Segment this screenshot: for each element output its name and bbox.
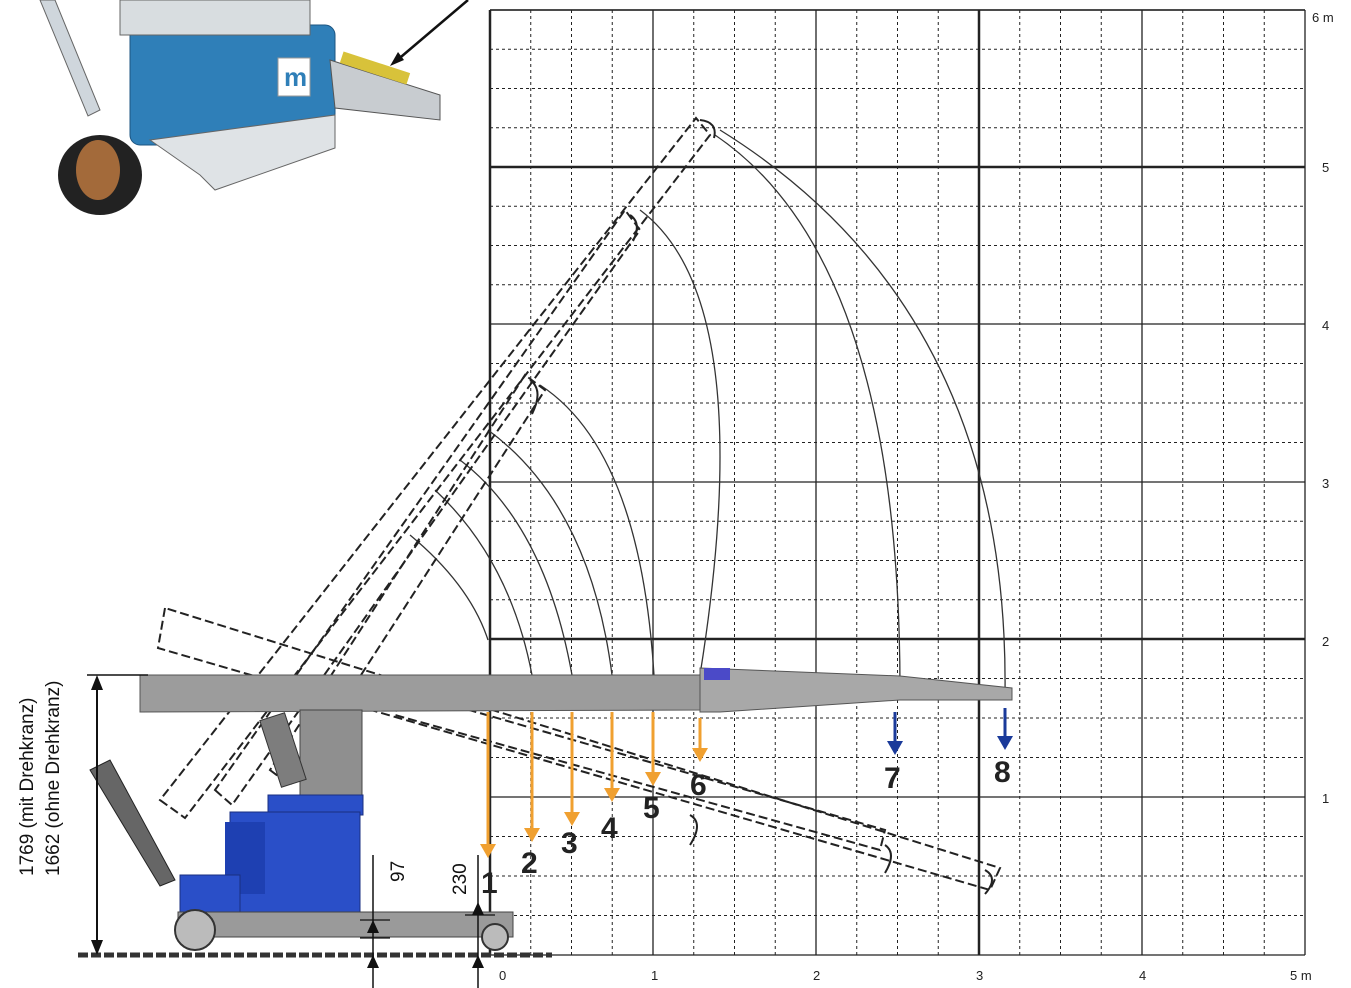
raised-boom-inner <box>213 208 642 807</box>
lowered-hook-2 <box>884 844 892 874</box>
raised-hook-top <box>699 119 716 139</box>
drive-wheel <box>174 909 216 951</box>
position-label-1: 1 <box>481 867 498 900</box>
horizontal-boom-main <box>139 674 701 713</box>
photo-handle <box>39 0 101 117</box>
position-label-7: 7 <box>884 762 901 795</box>
lowered-boom-outer <box>156 606 1002 892</box>
x-tick-0: 0 <box>499 968 506 983</box>
reach-arc-1 <box>409 534 489 641</box>
y-tick-1: 1 <box>1322 791 1329 806</box>
load-arrow-head-2 <box>524 828 540 842</box>
photo-top <box>119 0 311 36</box>
photo-wheel <box>76 140 120 200</box>
crane-base <box>89 709 514 951</box>
reach-arc-2 <box>434 489 533 676</box>
horizontal-boom <box>139 667 1013 713</box>
load-arrow-head-8 <box>997 736 1013 750</box>
photo-base <box>148 114 336 191</box>
load-arrow-head-6 <box>692 748 708 762</box>
raised-boom <box>158 116 716 820</box>
y-tick-4: 4 <box>1322 318 1329 333</box>
load-arrow-head-7 <box>887 741 903 755</box>
reach-arc-7 <box>714 134 901 691</box>
reach-arc-3 <box>459 459 573 676</box>
clearance-97-dimension: 97 <box>360 855 409 988</box>
load-arrow-head-5 <box>645 772 661 786</box>
load-arrow-head-1 <box>480 844 496 858</box>
front-wheel <box>481 923 509 951</box>
x-tick-1: 1 <box>651 968 658 983</box>
raised-hook-mid <box>629 214 638 242</box>
boom-purple-cap <box>704 668 730 680</box>
reach-arc-4 <box>487 429 613 676</box>
photo-logo-letter: m <box>284 62 307 92</box>
reach-arc-5 <box>539 384 655 676</box>
raised-boom-outer <box>158 116 712 820</box>
position-label-6: 6 <box>690 769 707 802</box>
load-chart-grid <box>488 9 1306 956</box>
photo-pointer-arrow <box>394 0 469 63</box>
y-tick-2: 2 <box>1322 634 1329 649</box>
lowered-boom-inner <box>393 688 887 852</box>
lowered-hook-3 <box>984 869 993 895</box>
position-label-5: 5 <box>643 792 660 825</box>
load-arrow-head-4 <box>604 788 620 802</box>
y-tick-3: 3 <box>1322 476 1329 491</box>
position-label-4: 4 <box>601 812 618 845</box>
position-labels: 1 2 3 4 5 6 7 8 <box>481 756 1011 900</box>
position-label-2: 2 <box>521 847 538 880</box>
load-arrows <box>480 708 1013 858</box>
chassis <box>177 911 514 938</box>
lowered-hook-1 <box>689 814 698 846</box>
y-tick-6: 6 m <box>1312 10 1334 25</box>
product-photo: m <box>39 0 469 215</box>
x-tick-3: 3 <box>976 968 983 983</box>
raised-hook-low <box>529 379 539 415</box>
x-tick-2: 2 <box>813 968 820 983</box>
column <box>299 709 363 801</box>
height-label-with-ring: 1769 (mit Drehkranz) <box>17 698 38 876</box>
tiller-handle <box>89 759 176 887</box>
x-tick-4: 4 <box>1139 968 1146 983</box>
position-label-3: 3 <box>561 827 578 860</box>
y-axis-labels: 1 2 3 4 5 6 m <box>1312 10 1334 806</box>
boom-cylinder <box>259 712 307 788</box>
height-label-without-ring: 1662 (ohne Drehkranz) <box>43 681 64 876</box>
dimension-97: 97 <box>388 861 409 882</box>
dimension-230: 230 <box>450 863 471 895</box>
reach-arc-8 <box>719 129 1006 696</box>
horizontal-boom-tip <box>699 667 1013 713</box>
position-label-8: 8 <box>994 756 1011 789</box>
load-arrow-head-3 <box>564 812 580 826</box>
photo-fork-stripe <box>339 51 411 85</box>
reach-arc-6 <box>639 209 721 676</box>
x-tick-5: 5 m <box>1290 968 1312 983</box>
height-dimension: 1769 (mit Drehkranz) 1662 (ohne Drehkran… <box>17 674 148 955</box>
y-tick-5: 5 <box>1322 160 1329 175</box>
clearance-230-dimension: 230 <box>450 855 495 988</box>
reach-arcs <box>409 129 1006 696</box>
x-axis-labels: 0 1 2 3 4 5 m <box>499 968 1312 983</box>
photo-logo <box>277 57 311 97</box>
